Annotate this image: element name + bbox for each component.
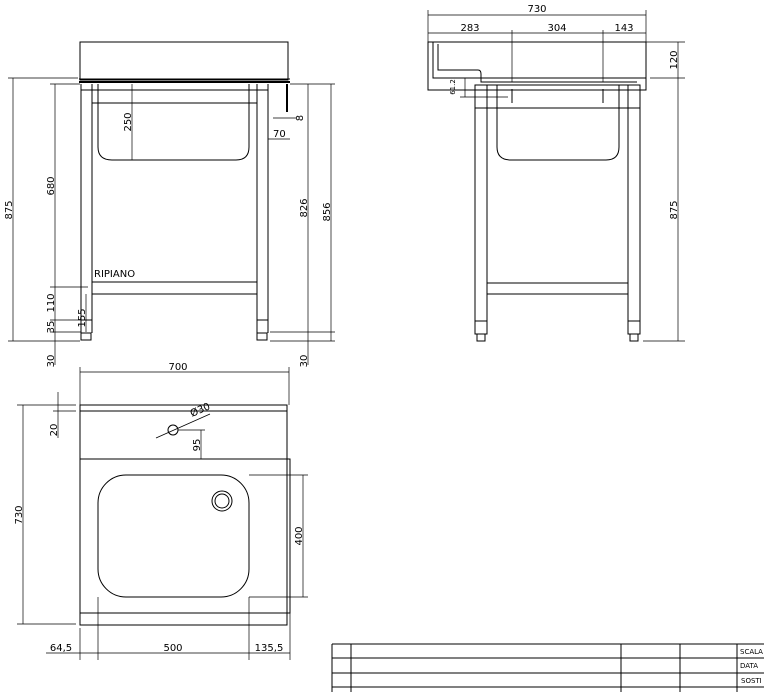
scale-label: SCALA (740, 648, 763, 656)
dim-143: 143 (614, 23, 633, 34)
dim-30-right: 30 (299, 355, 310, 368)
dim-700: 700 (168, 362, 187, 373)
dim-155: 155 (77, 308, 88, 327)
foot-right (256, 332, 268, 341)
drain-icon (211, 490, 233, 512)
dim-135-5: 135,5 (255, 643, 284, 654)
dim-680: 680 (46, 176, 57, 195)
dim-856: 856 (322, 202, 333, 221)
side-view: 730 283 304 143 120 875 61.2 (427, 4, 685, 342)
dim-20: 20 (49, 424, 60, 437)
dim-400: 400 (294, 526, 305, 545)
dim-64-5: 64,5 (50, 643, 72, 654)
dim-730-plan: 730 (14, 505, 25, 524)
dim-35: 35 (46, 321, 57, 334)
dim-hole-diameter: Ø30 (188, 400, 212, 419)
plan-sink-bowl (97, 474, 250, 598)
dim-730-side: 730 (527, 4, 546, 15)
date-label: DATA (740, 662, 758, 670)
dim-70: 70 (273, 129, 286, 140)
shelf-label: RIPIANO (94, 269, 135, 280)
dim-304: 304 (547, 23, 566, 34)
dim-875-side: 875 (669, 200, 680, 219)
dim-500: 500 (163, 643, 182, 654)
foot-left (80, 332, 92, 341)
dim-30: 30 (46, 355, 57, 368)
dim-61-2: 61.2 (449, 79, 457, 95)
dim-875: 875 (4, 200, 15, 219)
replaces-label: SOSTI (741, 677, 762, 685)
dim-95: 95 (192, 439, 203, 452)
dim-283: 283 (460, 23, 479, 34)
sink-bowl (97, 103, 250, 161)
dim-120: 120 (669, 50, 680, 69)
faucet-hole (167, 424, 179, 436)
front-view: RIPIANO 875 680 110 155 35 30 250 70 8 8… (4, 41, 335, 368)
title-block: SCALA DATA SOSTI (331, 643, 764, 692)
dim-110: 110 (46, 293, 57, 312)
plan-view: 700 730 20 Ø30 95 400 64,5 500 135,5 (14, 362, 308, 660)
shelf (91, 281, 258, 295)
backsplash (79, 41, 289, 81)
dim-826: 826 (299, 198, 310, 217)
dim-8: 8 (295, 115, 306, 121)
side-sink-bowl (496, 85, 620, 161)
dim-250: 250 (123, 112, 134, 131)
